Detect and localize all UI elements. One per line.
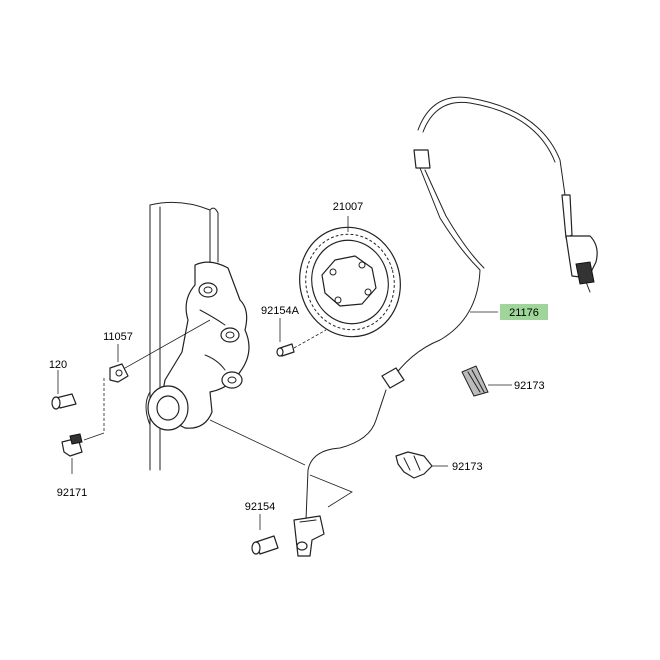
label-11057: 11057 [103,331,133,343]
label-92154a: 92154A [261,305,300,317]
label-92173-lower: 92173 [452,461,483,473]
clamp-92173-lower [395,451,433,479]
screw-92154 [251,535,279,555]
label-21176: 21176 [509,307,539,319]
bolt-120 [51,393,77,410]
leader-bracket-cable [209,419,306,466]
abs-rotor [299,226,401,338]
leader-bracket-sensor [309,474,353,508]
label-92154: 92154 [245,501,276,513]
label-92171: 92171 [57,487,88,499]
leader-92154a-rotor [293,329,327,349]
leader-11057-bracket [117,319,211,373]
clip-92171 [61,433,83,457]
clamp-11057 [109,363,129,383]
screw-92154a [276,343,295,357]
caliper-bracket [145,261,250,431]
clamp-92173-upper [461,365,489,397]
abs-sensor-head [293,515,325,557]
leader-92171 [83,432,105,441]
label-21176-highlight [500,304,548,320]
abs-sensor-cable [305,96,598,521]
label-92173-upper: 92173 [514,380,545,392]
label-120: 120 [49,359,67,371]
label-21007: 21007 [333,201,364,213]
